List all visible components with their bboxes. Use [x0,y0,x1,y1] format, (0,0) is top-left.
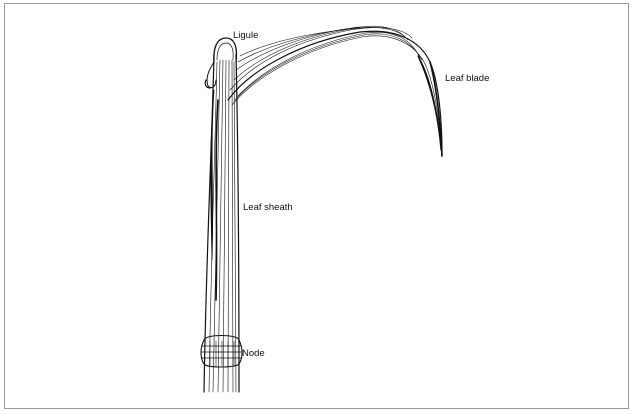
leaf-blade-label: Leaf blade [445,74,489,84]
leaf-blade [228,26,442,156]
ligule-label: Ligule [233,31,258,41]
node-label: Node [242,349,265,359]
leaf-sheath-label: Leaf sheath [243,203,293,213]
